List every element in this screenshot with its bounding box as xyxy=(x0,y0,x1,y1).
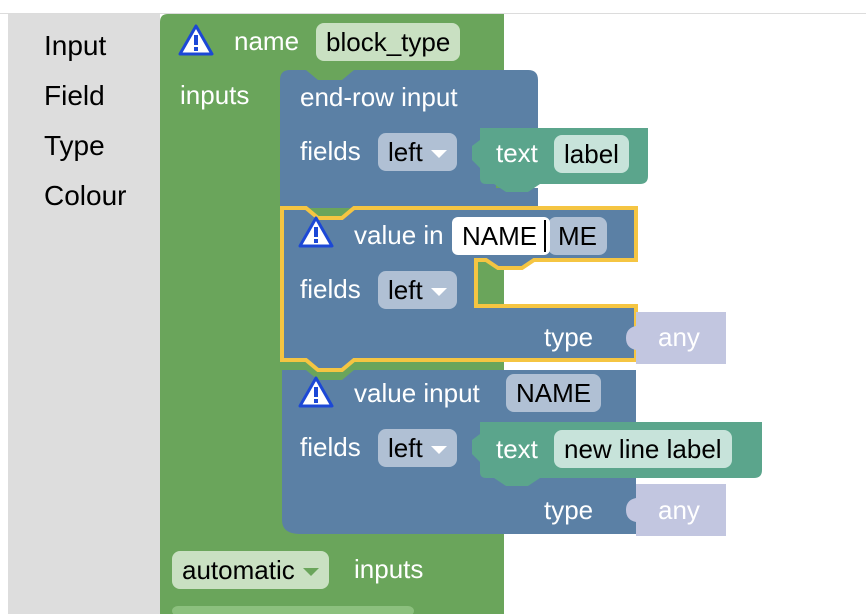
chevron-down-icon xyxy=(430,150,447,159)
workspace-top-border xyxy=(0,13,866,14)
toolbox-category-input[interactable]: Input xyxy=(44,30,107,61)
value-input-1-type-label: type xyxy=(544,322,594,352)
endrow-fields-label: fields xyxy=(300,136,361,166)
inputs-mode-value: automatic xyxy=(182,555,295,585)
value-input-1-align-dropdown[interactable]: left xyxy=(378,271,457,309)
value-input-2-type-label: type xyxy=(544,495,594,525)
value-input-2-text-label: text xyxy=(496,434,538,464)
endrow-align-value: left xyxy=(388,137,423,167)
chevron-down-icon xyxy=(430,288,447,297)
toolbox-category-colour[interactable]: Colour xyxy=(44,180,127,211)
value-input-1-name-editor[interactable]: NAME xyxy=(452,217,550,255)
value-input-1-type-value: any xyxy=(658,322,700,352)
value-input-1-title: value in xyxy=(354,220,444,250)
inputs-mode-dropdown[interactable]: automatic xyxy=(172,551,329,589)
endrow-align-dropdown[interactable]: left xyxy=(378,133,457,171)
endrow-text-value-field[interactable]: label xyxy=(554,135,629,173)
selection-outline xyxy=(280,206,638,372)
text-cursor xyxy=(544,220,546,252)
value-input-2-name-field[interactable]: NAME xyxy=(506,374,602,412)
toolbox-category-field[interactable]: Field xyxy=(44,80,105,111)
value-input-2-align-value: left xyxy=(388,433,423,463)
warning-icon[interactable] xyxy=(178,24,214,56)
next-block-stub[interactable] xyxy=(172,606,414,614)
name-label: name xyxy=(234,26,300,56)
type-block-any-1[interactable] xyxy=(626,312,726,364)
toolbox: Input Field Type Colour xyxy=(8,14,160,614)
endrow-text-label: text xyxy=(496,138,538,168)
block-type-name-field[interactable]: block_type xyxy=(316,23,461,61)
value-input-2-text-value-field[interactable]: new line label xyxy=(554,430,732,468)
type-block-any-2[interactable] xyxy=(626,484,726,536)
toolbox-category-type[interactable]: Type xyxy=(44,130,105,161)
chevron-down-icon xyxy=(430,446,447,455)
value-input-2-align-dropdown[interactable]: left xyxy=(378,429,457,467)
value-input-1-align-value: left xyxy=(388,275,423,305)
value-input-2-type-value: any xyxy=(658,495,700,525)
warning-icon[interactable] xyxy=(298,216,334,248)
value-input-2-fields-label: fields xyxy=(300,432,361,462)
chevron-down-icon xyxy=(302,568,319,577)
warning-icon[interactable] xyxy=(298,376,334,408)
value-input-1-name-behind: ME xyxy=(548,217,607,255)
inputs-label: inputs xyxy=(180,80,250,110)
endrow-input-title: end-row input xyxy=(300,82,458,112)
value-input-2-title: value input xyxy=(354,378,480,408)
inputs-mode-suffix: inputs xyxy=(354,554,424,584)
value-input-1-fields-label: fields xyxy=(300,274,361,304)
